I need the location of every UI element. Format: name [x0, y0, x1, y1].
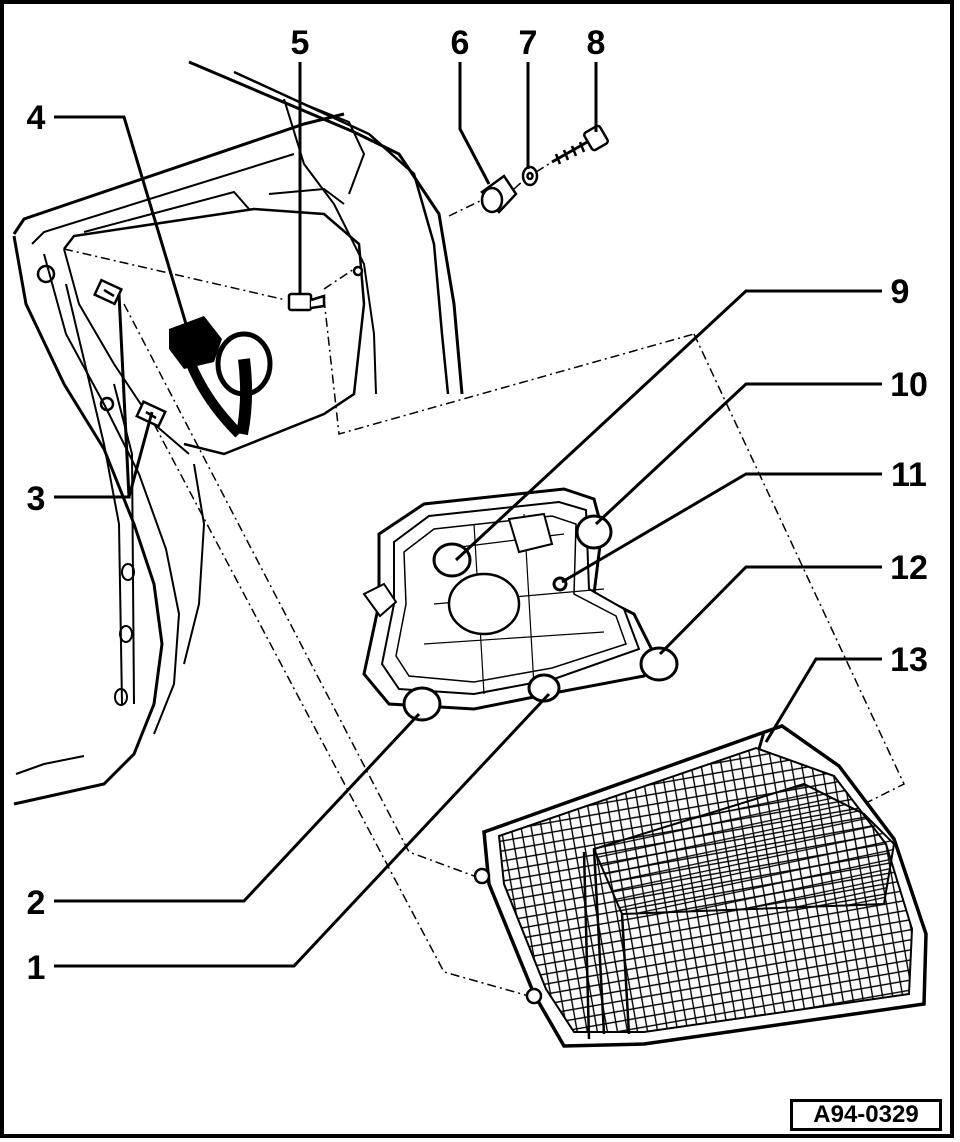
harness-connector — [169, 316, 273, 438]
callout-5: 5 — [291, 24, 310, 62]
assembly-lines — [63, 161, 905, 997]
vehicle-body-recess — [12, 60, 464, 806]
leader-2 — [54, 712, 421, 903]
callout-12: 12 — [890, 549, 928, 587]
leader-3b — [54, 411, 154, 499]
fastener-stack — [480, 124, 609, 214]
leader-9 — [454, 289, 882, 562]
callout-1: 1 — [27, 949, 46, 987]
bulb-12 — [639, 646, 679, 682]
leader-6 — [458, 62, 491, 185]
leader-4 — [54, 115, 191, 335]
callout-2: 2 — [27, 884, 46, 922]
bulb-9 — [432, 542, 472, 578]
figure-reference-code: A94-0329 — [790, 1099, 942, 1131]
leader-1 — [54, 692, 551, 968]
callout-3: 3 — [27, 480, 46, 518]
callout-numbers: 1 2 3 4 5 6 7 8 9 10 11 12 13 — [27, 24, 928, 987]
bulbs — [402, 514, 679, 722]
callout-4: 4 — [27, 99, 46, 137]
exploded-view-drawing: 1 2 3 4 5 6 7 8 9 10 11 12 13 — [12, 24, 928, 1048]
bulb-holder — [362, 487, 656, 711]
bulb-1 — [527, 673, 561, 703]
callout-13: 13 — [890, 641, 928, 679]
callout-11: 11 — [891, 456, 927, 494]
leader-lines — [54, 62, 882, 968]
tail-light-lens — [473, 724, 928, 1048]
leader-11 — [561, 472, 882, 584]
callout-6: 6 — [451, 24, 470, 62]
leader-12 — [658, 565, 882, 656]
leader-10 — [594, 382, 882, 526]
callout-7: 7 — [519, 24, 538, 62]
bulb-2 — [402, 686, 442, 722]
leader-13 — [764, 657, 882, 743]
callout-8: 8 — [587, 24, 606, 62]
callout-9: 9 — [891, 273, 910, 311]
callout-10: 10 — [890, 366, 928, 404]
bulb-10 — [575, 514, 613, 550]
